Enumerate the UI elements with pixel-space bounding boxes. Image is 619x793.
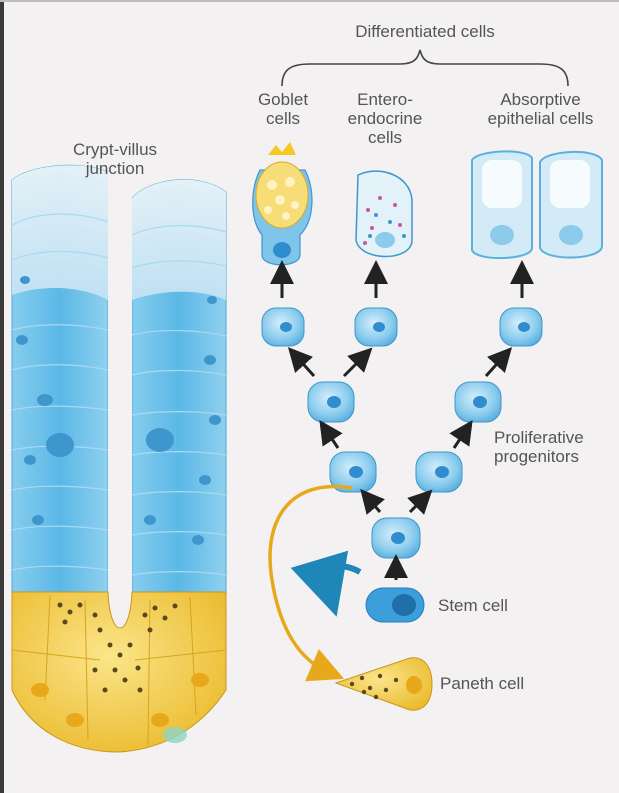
goblet-cell <box>253 142 312 265</box>
absorptive-label-line-1: Absorptive <box>462 90 619 109</box>
goblet-label-line-2: cells <box>238 109 328 128</box>
goblet-label-line-1: Goblet <box>238 90 328 109</box>
proliferative-label-line-2: progenitors <box>494 447 619 466</box>
enteroendocrine-cell <box>356 171 412 256</box>
stem-cell-label: Stem cell <box>438 596 558 615</box>
villus-tip-right <box>132 180 226 300</box>
crypt-villus-label-line-1: Crypt-villus <box>40 140 190 159</box>
enteroendocrine-label-line-1: Entero- <box>335 90 435 109</box>
absorptive-cells <box>472 151 602 258</box>
differentiated-cells-label: Differentiated cells <box>300 22 550 41</box>
absorptive-cells-label: Absorptive epithelial cells <box>462 90 619 128</box>
proliferative-label-line-1: Proliferative <box>494 428 619 447</box>
self-renewal-arrow <box>327 566 360 588</box>
crypt-villus-label-line-2: junction <box>40 159 190 178</box>
crypt-base-stem-cell <box>163 727 187 743</box>
stem-cell <box>366 588 424 622</box>
goblet-cells-label: Goblet cells <box>238 90 328 128</box>
crypt-lumen <box>108 172 132 615</box>
proliferative-progenitors-label: Proliferative progenitors <box>494 428 619 466</box>
enteroendocrine-cells-label: Entero- endocrine cells <box>335 90 435 147</box>
enteroendocrine-label-line-2: endocrine <box>335 109 435 128</box>
absorptive-label-line-2: epithelial cells <box>462 109 619 128</box>
crypt-illustration <box>12 165 226 752</box>
enteroendocrine-label-line-3: cells <box>335 128 435 147</box>
crypt-villus-junction-label: Crypt-villus junction <box>40 140 190 178</box>
differentiated-bracket <box>282 50 568 86</box>
paneth-cell-label: Paneth cell <box>440 674 580 693</box>
paneth-lineage-arrow <box>270 487 352 672</box>
paneth-cell <box>336 658 432 710</box>
